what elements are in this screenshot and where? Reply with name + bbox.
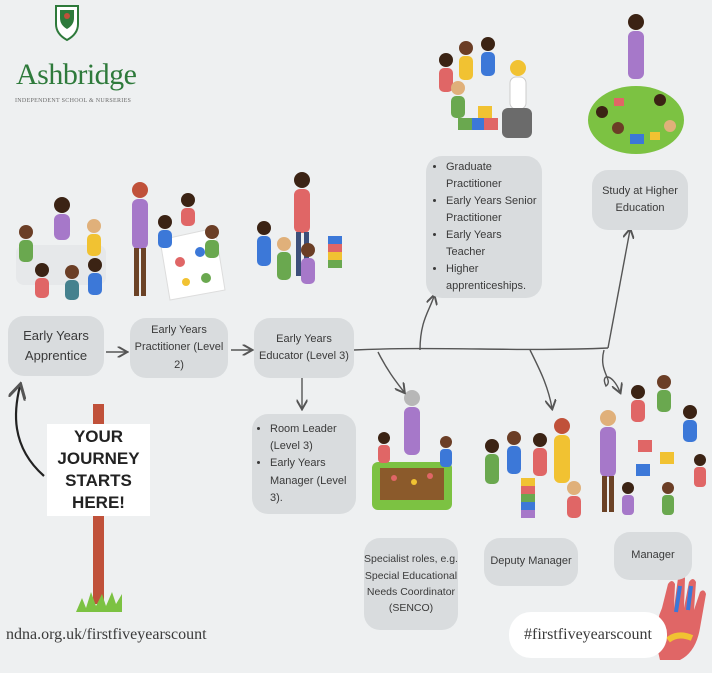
node-label: Early Years Practitioner (Level 2) (134, 324, 224, 371)
node-label: Deputy Manager (490, 555, 572, 568)
node-label: Early Years Apprentice (23, 327, 89, 363)
list-item: Early Years Senior Practitioner (446, 193, 542, 227)
logo-subtitle: INDEPENDENT SCHOOL & NURSERIES (15, 98, 132, 104)
list-item: Higher apprenticeships. (446, 261, 542, 295)
deputy-children-illustration (485, 418, 581, 518)
journey-start-sign: YOUR JOURNEY STARTS HERE! (47, 424, 150, 516)
higher-roles-children-illustration (439, 37, 532, 138)
node-room-leader-manager: Room Leader (Level 3) Early Years Manage… (252, 414, 356, 514)
node-label: Manager (631, 549, 675, 562)
node-label: Specialist roles, e.g. Special Education… (364, 553, 458, 615)
list-item: Early Years Manager (Level 3). (270, 455, 356, 506)
hashtag-badge: #firstfiveyearscount (509, 612, 667, 658)
node-study-higher-education: Study at Higher Education (592, 170, 688, 230)
list-item: Early Years Teacher (446, 227, 542, 261)
node-specialist-roles: Specialist roles, e.g. Special Education… (364, 538, 458, 630)
pathway-arrows (16, 230, 630, 477)
footer-url: ndna.org.uk/firstfiveyearscount (6, 626, 207, 643)
node-early-years-practitioner: Early Years Practitioner (Level 2) (130, 318, 228, 378)
educator-children-illustration (257, 172, 342, 284)
sign-label: YOUR JOURNEY STARTS HERE! (57, 426, 140, 513)
apprentice-children-illustration (16, 197, 106, 300)
node-deputy-manager: Deputy Manager (484, 538, 578, 586)
higher-roles-list: Graduate Practitioner Early Years Senior… (432, 159, 542, 295)
logo-wordmark: Ashbridge (16, 58, 137, 91)
list-item: Room Leader (Level 3) (270, 421, 356, 455)
node-early-years-educator: Early Years Educator (Level 3) (254, 318, 354, 378)
node-label: Study at Higher Education (602, 184, 678, 214)
list-item: Graduate Practitioner (446, 159, 542, 193)
node-label: Early Years Educator (Level 3) (259, 332, 349, 362)
node-early-years-apprentice: Early Years Apprentice (8, 316, 104, 376)
node-manager: Manager (614, 532, 692, 580)
hashtag-label: #firstfiveyearscount (524, 626, 652, 643)
node-higher-roles: Graduate Practitioner Early Years Senior… (426, 156, 542, 298)
hand-print-icon (656, 574, 706, 660)
manager-children-illustration (600, 375, 706, 515)
specialist-children-illustration (372, 390, 452, 510)
practitioner-children-illustration (132, 182, 226, 301)
room-roles-list: Room Leader (Level 3) Early Years Manage… (256, 421, 356, 506)
study-children-illustration (588, 14, 684, 154)
shield-crest-icon (55, 5, 79, 42)
